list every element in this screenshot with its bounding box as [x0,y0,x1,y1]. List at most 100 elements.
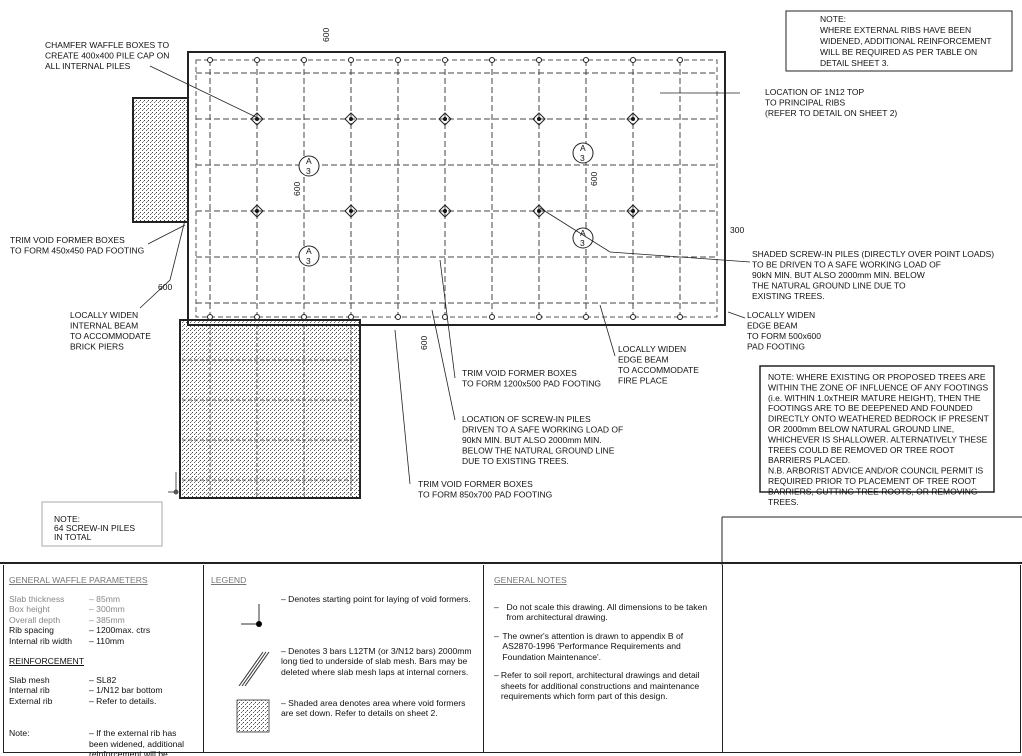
pile [443,117,447,121]
pile-cap [626,204,640,218]
dimension-label: 300 [730,225,744,235]
note-line: TREES. [768,497,799,507]
note-line: IN TOTAL [54,532,92,542]
annotation-widen-edge: EDGE BEAM [747,321,798,331]
note-line: REQUIRED PRIOR TO PLACEMENT OF TREE ROOT [768,476,976,486]
pile-cap [438,112,452,126]
annotation-widen-edge: PAD FOOTING [747,342,805,352]
pile [583,314,589,320]
note-line: NOTE: [820,14,846,24]
annotation-screw-piles: LOCATION OF SCREW-IN PILES [462,414,591,424]
annotation-widen-internal: TO ACCOMMODATE [70,331,151,341]
annotation-widen-internal: INTERNAL BEAM [70,321,138,331]
pile [537,117,541,121]
pile [631,209,635,213]
parameter-name: Slab thickness [9,593,65,604]
waffle-parameters-panel: GENERAL WAFFLE PARAMETERS Slab thickness… [9,575,199,756]
pile [630,314,636,320]
svg-text:A: A [580,143,586,153]
pile [207,57,213,63]
note-line: NOTE: WHERE EXISTING OR PROPOSED TREES A… [768,372,986,382]
note-line: 64 SCREW-IN PILES [54,523,135,533]
parameter-value: – 385mm [89,614,125,625]
dimension-label: 600 [419,336,429,350]
parameter-row: Internal rib width – 110mm [9,636,199,647]
pile-cap [250,112,264,126]
note-line: NOTE: [54,514,80,524]
note-line: TREES COULD BE REMOVED OR TREE ROOT [768,445,954,455]
parameter-row: Box height – 300mm [9,604,199,615]
pile [536,57,542,63]
parameter-name: Overall depth [9,614,61,625]
pile [677,57,683,63]
legend-item: – Shaded area denotes area where void fo… [281,697,466,719]
start-point-icon [241,603,262,627]
svg-text:3: 3 [580,153,585,163]
pile [583,57,589,63]
legend-item: – Denotes 3 bars L12TM (or 3/N12 bars) 2… [281,645,472,677]
panel-title: GENERAL WAFFLE PARAMETERS [9,575,148,585]
annotation-trim-450: TRIM VOID FORMER BOXES [10,235,125,245]
pile-cap [532,112,546,126]
shaded-area-icon [236,699,270,732]
annotation-top-ribs: TO PRINCIPAL RIBS [765,98,845,108]
annotation-widen-internal: BRICK PIERS [70,342,124,352]
annotation-trim-1200: TRIM VOID FORMER BOXES [462,368,577,378]
parameter-value: – Refer to details. [89,695,157,706]
svg-text:A: A [306,246,312,256]
annotation-screw-piles: DUE TO EXISTING TREES. [462,456,569,466]
svg-text:A: A [306,156,312,166]
pile-cap [344,204,358,218]
pile [489,57,495,63]
annotation-shaded-piles: TO BE DRIVEN TO A SAFE WORKING LOAD OF [752,260,941,270]
parameter-value: – 300mm [89,604,125,614]
pile [301,314,307,320]
note-line: BARRIERS PLACED. [768,455,850,465]
annotation-shaded-piles: THE NATURAL GROUND LINE DUE TO [752,281,906,291]
annotation-chamfer: CREATE 400x400 PILE CAP ON [45,51,169,61]
parameter-name: External rib [9,695,53,706]
dimension-label: 600 [292,182,302,196]
leader-lines [139,65,751,485]
legend-title: LEGEND [211,575,247,585]
annotation-screw-piles: DRIVEN TO A SAFE WORKING LOAD OF [462,425,623,435]
pile [537,209,541,213]
parameter-name: Rib spacing [9,625,54,635]
parameter-name: Box height [9,604,50,614]
pile [207,314,213,320]
parameter-name: Internal rib width [9,635,73,646]
annotation-shaded-piles: 90kN MIN. BUT ALSO 2000mm MIN. BELOW [752,270,925,280]
note-trees: NOTE: WHERE EXISTING OR PROPOSED TREES A… [768,372,989,507]
note-line: WITHIN THE ZONE OF INFLUENCE OF ANY FOOT… [768,382,989,392]
annotation-shaded-piles: SHADED SCREW-IN PILES (DIRECTLY OVER POI… [752,249,994,259]
annotation-widen-edge: TO FORM 500x600 [747,331,821,341]
note-label: Note: [9,728,30,738]
pile-cap [626,112,640,126]
annotation-trim-1200: TO FORM 1200x500 PAD FOOTING [462,379,601,389]
annotation-trim-850: TRIM VOID FORMER BOXES [418,479,533,489]
annotation-trim-450: TO FORM 450x450 PAD FOOTING [10,246,144,256]
annotation-widen-edge: LOCALLY WIDEN [747,310,815,320]
start-point-icon [168,472,179,495]
annotation-widen-internal: LOCALLY WIDEN [70,310,138,320]
slab-outline [187,51,726,326]
section-marker: A3 [298,155,320,177]
section-marker: A3 [572,227,594,249]
pile [348,57,354,63]
pile [348,314,354,320]
parameter-value: – 110mm [89,635,125,646]
pile [395,57,401,63]
annotation-top-ribs: LOCATION OF 1N12 TOP [765,87,865,97]
general-notes-panel: GENERAL NOTES –Do not scale this drawing… [494,575,718,710]
pile [443,209,447,213]
annotation-screw-piles: BELOW THE NATURAL GROUND LINE [462,446,615,456]
pile [301,57,307,63]
annotation-widen-fire: TO ACCOMMODATE [618,365,699,375]
legend-panel: LEGEND – Denotes starting point for layi… [211,575,479,750]
note-text: – If the external rib has been widened, … [89,728,185,756]
annotation-top-ribs: (REFER TO DETAIL ON SHEET 2) [765,108,897,118]
svg-text:3: 3 [306,166,311,176]
dimension-label: 600 [158,282,172,292]
